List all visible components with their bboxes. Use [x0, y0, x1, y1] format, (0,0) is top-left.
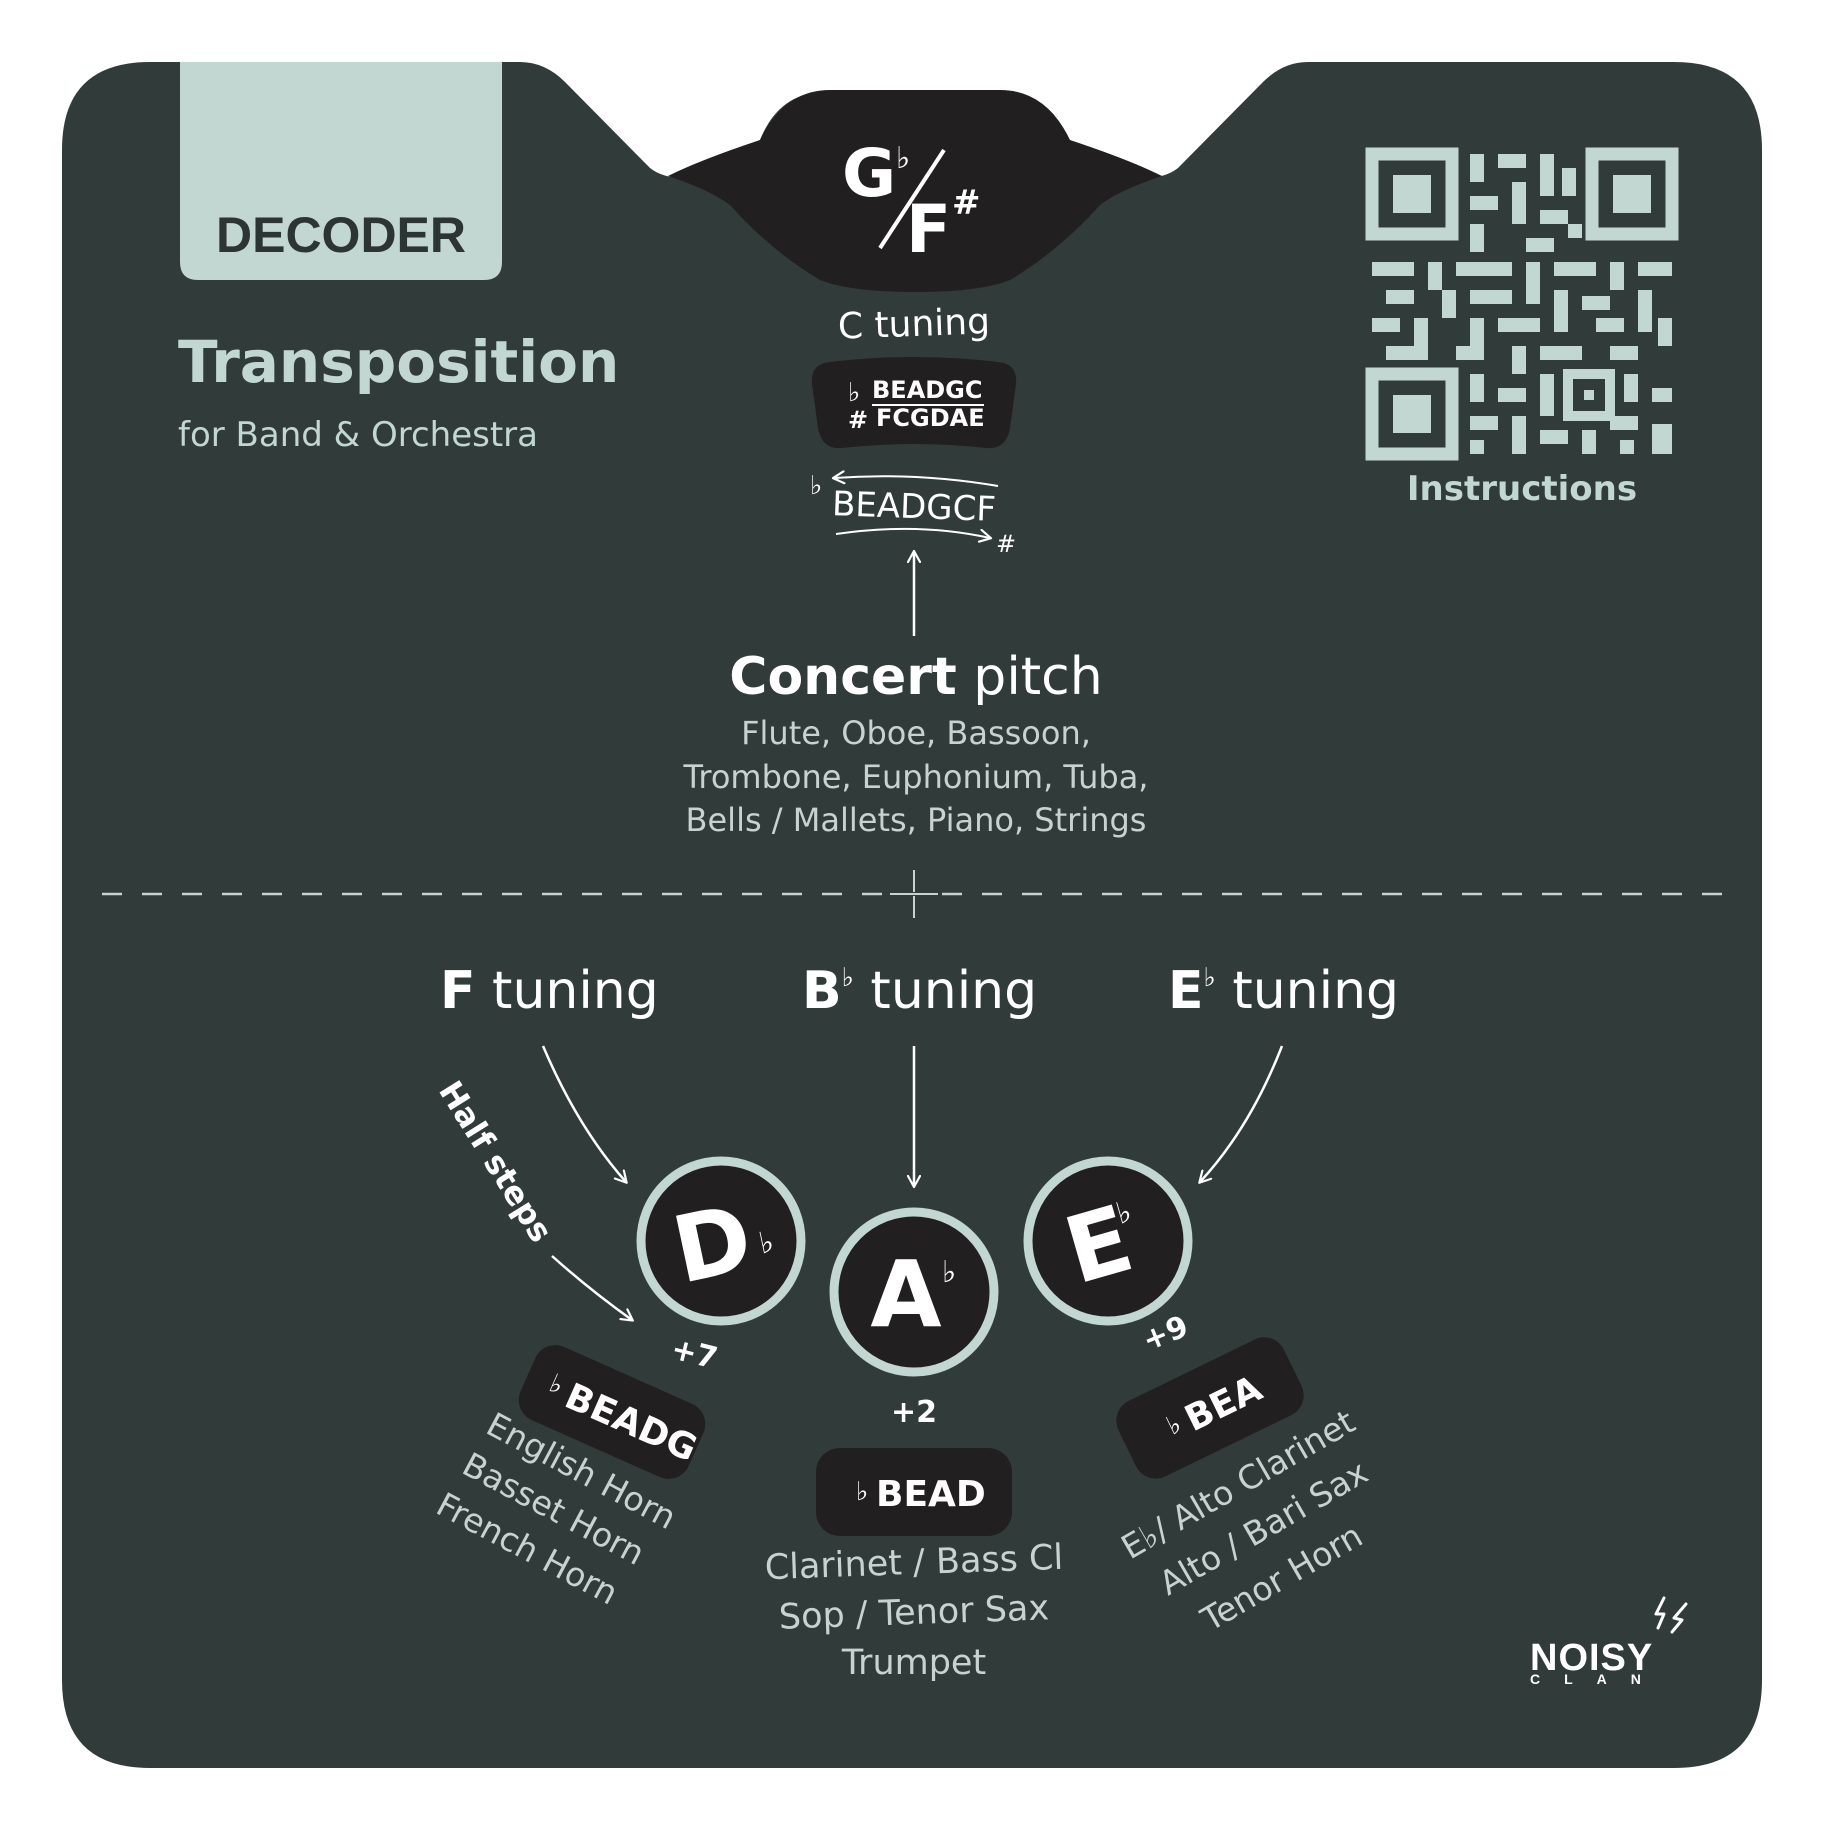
eb-tuning-label: E♭ tuning: [1168, 961, 1399, 1021]
ab-half-steps: +2: [891, 1395, 937, 1430]
concert-instruments-line-2: Trombone, Euphonium, Tuba,: [683, 758, 1149, 796]
bb-tuning-accidental: ♭: [842, 963, 854, 993]
bb-instrument-2: Sop / Tenor Sax: [778, 1588, 1050, 1637]
mnemonic-letters: BEADGCF: [831, 484, 996, 530]
f-tuning-rest: tuning: [476, 961, 659, 1021]
bb-tuning-label: B♭ tuning: [802, 961, 1037, 1021]
f-tuning-label: F tuning: [440, 961, 659, 1021]
key-circle-eb: E ♭: [1023, 1156, 1193, 1326]
ab-circle-letter: A: [870, 1241, 941, 1348]
f-tuning-arrow: [541, 1045, 626, 1182]
eb-tuning-arrow: [1200, 1045, 1284, 1182]
top-key-accidental: ♭: [896, 141, 910, 176]
sharp-direction-arrow: [835, 527, 990, 538]
top-key-symbol: G ♭ F #: [842, 135, 981, 268]
bb-tuning-letter: B: [802, 961, 842, 1021]
qr-finder-bottom-left-center: [1393, 395, 1431, 433]
ab-chip-keys: BEAD: [876, 1474, 986, 1515]
concert-instruments-line-3: Bells / Mallets, Piano, Strings: [686, 801, 1147, 839]
ab-chip: ♭ BEAD: [816, 1448, 1012, 1536]
eb-circle-shape: [1023, 1156, 1193, 1326]
decoder-tab-label: DECODER: [216, 207, 466, 263]
qr-finder-bottom-left: [1365, 367, 1459, 461]
ab-circle-shape: [829, 1207, 999, 1377]
db-circle-shape: [636, 1156, 806, 1326]
eb-chip-shape: [1116, 1337, 1304, 1479]
card-background: [62, 62, 1762, 1768]
key-slash: [878, 148, 946, 250]
c-chip-sharp-symbol: #: [848, 406, 868, 434]
c-chip-sharp-keys: FCGDAE: [876, 404, 985, 432]
brand-line-2: CLAN: [1530, 1671, 1665, 1687]
c-chip-flat-keys: BEADGC: [872, 376, 983, 404]
qr-modules: [1372, 154, 1672, 454]
concert-pitch-heading: Concert pitch: [729, 647, 1102, 707]
c-tuning-chip: [811, 357, 1017, 449]
c-tuning-label: C tuning: [837, 301, 990, 347]
qr-finder-top-left-center: [1393, 175, 1431, 213]
lightning-icon: [1654, 1596, 1688, 1634]
eb-tuning-letter: E: [1168, 961, 1204, 1021]
ab-chip-shape: [816, 1448, 1012, 1536]
ab-circle-accidental: ♭: [942, 1255, 956, 1290]
brand-line-1: NOISY: [1530, 1637, 1653, 1679]
mnemonic-flat-symbol: ♭: [810, 471, 822, 501]
bottom-key-letter: F: [906, 191, 951, 268]
concert-bold-word: Concert: [729, 647, 957, 707]
concert-rest-words: pitch: [957, 647, 1103, 707]
qr-finder-top-left: [1365, 147, 1459, 241]
page-subtitle: for Band & Orchestra: [178, 415, 538, 455]
noisy-clan-logo: NOISY CLAN: [1530, 1596, 1688, 1687]
eb-chip: ♭ BEA: [1116, 1337, 1304, 1479]
key-circle-ab: A ♭: [829, 1207, 999, 1377]
bottom-key-accidental: #: [952, 183, 981, 223]
top-key-letter: G: [842, 135, 896, 212]
mnemonic-sharp-symbol: #: [996, 530, 1016, 558]
bb-instrument-3: Trumpet: [841, 1643, 986, 1683]
qr-finder-top-right-center: [1613, 175, 1651, 213]
qr-code[interactable]: [1365, 147, 1679, 461]
ab-chip-flat: ♭: [856, 1477, 868, 1507]
flat-direction-arrow: [834, 476, 999, 487]
decoder-tab: [180, 62, 502, 280]
key-circle-db: D ♭: [636, 1156, 806, 1326]
f-tuning-letter: F: [440, 961, 476, 1021]
bb-tuning-rest: tuning: [854, 961, 1037, 1021]
page-title: Transposition: [178, 328, 619, 396]
qr-finder-top-right: [1585, 147, 1679, 241]
circle-of-fifths-mnemonic: ♭ BEADGCF #: [810, 471, 1016, 558]
concert-instruments-line-1: Flute, Oboe, Bassoon,: [741, 714, 1091, 752]
eb-tuning-rest: tuning: [1216, 961, 1399, 1021]
eb-tuning-accidental: ♭: [1204, 963, 1216, 993]
qr-instructions-label[interactable]: Instructions: [1407, 469, 1637, 509]
c-chip-flat-symbol: ♭: [848, 378, 860, 408]
db-chip-shape: [518, 1345, 706, 1479]
half-steps-arrow: [551, 1255, 632, 1320]
